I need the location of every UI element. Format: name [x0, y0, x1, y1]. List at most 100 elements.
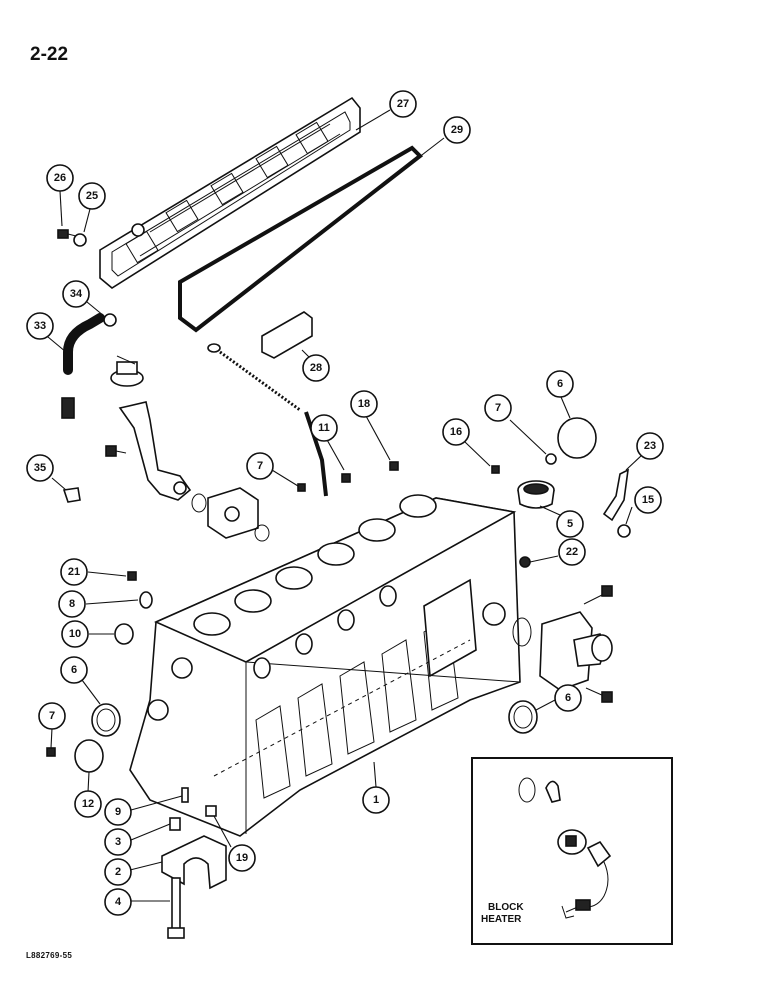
svg-text:33: 33	[34, 320, 46, 332]
callout-7-left: 7	[38, 702, 66, 730]
callout-33: 33	[26, 312, 54, 340]
breather-hose	[63, 313, 105, 375]
inset-label-block: BLOCK	[488, 902, 524, 913]
svg-text:26: 26	[54, 172, 66, 184]
expansion-plug-6-left	[91, 703, 121, 737]
svg-text:18: 18	[358, 398, 370, 410]
callout-11: 11	[310, 414, 338, 442]
svg-text:35: 35	[34, 462, 46, 474]
svg-text:7: 7	[257, 460, 263, 472]
cover-grommet	[73, 233, 87, 247]
callout-34: 34	[62, 280, 90, 308]
svg-text:28: 28	[310, 362, 322, 374]
o-ring-left	[191, 493, 207, 513]
block-heater-inset: BLOCK HEATER	[471, 757, 673, 945]
dowel-9	[181, 787, 189, 803]
washer-3	[169, 817, 181, 831]
callout-12: 12	[74, 790, 102, 818]
svg-text:34: 34	[70, 288, 83, 300]
callout-6-left: 6	[60, 656, 88, 684]
plug-11	[341, 473, 351, 483]
svg-text:7: 7	[495, 402, 501, 414]
svg-text:12: 12	[82, 798, 94, 810]
svg-text:23: 23	[644, 440, 656, 452]
page-number: 2-22	[30, 44, 69, 65]
svg-text:9: 9	[115, 806, 121, 818]
callout-16: 16	[442, 418, 470, 446]
callout-27: 27	[389, 90, 417, 118]
svg-text:4: 4	[115, 896, 122, 908]
callout-26: 26	[46, 164, 74, 192]
water-hose-clamp	[617, 524, 631, 538]
callout-29: 29	[443, 116, 471, 144]
plug-7-right	[545, 453, 557, 465]
callout-10: 10	[61, 620, 89, 648]
callout-6-right: 6	[554, 684, 582, 712]
callout-25: 25	[78, 182, 106, 210]
callout-28: 28	[302, 354, 330, 382]
cylinder-block	[129, 494, 521, 837]
tube-bolt	[105, 445, 127, 457]
water-pump	[539, 611, 613, 691]
callout-19: 19	[228, 844, 256, 872]
plug-7-left	[46, 747, 56, 757]
callout-7-right: 7	[484, 394, 512, 422]
block-heater-element	[557, 829, 612, 868]
svg-text:6: 6	[565, 692, 571, 704]
svg-text:5: 5	[567, 518, 573, 530]
svg-text:3: 3	[115, 836, 121, 848]
svg-text:6: 6	[557, 378, 563, 390]
hose-clamp	[103, 313, 117, 327]
callout-23: 23	[636, 432, 664, 460]
callout-6-top: 6	[546, 370, 574, 398]
water-hose	[602, 468, 629, 522]
svg-text:10: 10	[69, 628, 81, 640]
pump-bolt-lower	[585, 687, 613, 703]
callout-35: 35	[26, 454, 54, 482]
plug-21	[127, 571, 137, 581]
bracket-clip	[62, 487, 81, 503]
inset-label-heater: HEATER	[481, 914, 522, 925]
svg-text:2: 2	[115, 866, 121, 878]
expansion-plug-6-top	[557, 417, 597, 459]
callout-21: 21	[60, 558, 88, 586]
valve-cover	[99, 96, 361, 289]
callout-8: 8	[58, 590, 86, 618]
cover-bolt	[57, 229, 77, 239]
callout-1: 1	[362, 786, 390, 814]
callout-2: 2	[104, 858, 132, 886]
expansion-plug-6-right	[508, 700, 538, 734]
pump-bolt-upper	[583, 585, 613, 605]
oil-filler-cap	[110, 355, 144, 387]
plug-12	[74, 739, 104, 773]
cap-bolt	[167, 877, 185, 939]
svg-text:6: 6	[71, 664, 77, 676]
figure-code: L882769-55	[26, 951, 73, 960]
plug-8	[139, 591, 153, 609]
svg-text:8: 8	[69, 598, 75, 610]
cover-plate	[261, 311, 313, 359]
pump-o-ring	[512, 617, 532, 647]
plug-18	[389, 461, 399, 471]
callout-4: 4	[104, 888, 132, 916]
leader-lines	[47, 109, 643, 902]
callout-18: 18	[350, 390, 378, 418]
plug-19	[205, 805, 217, 817]
plug-22	[519, 556, 531, 568]
bushing	[517, 480, 555, 509]
o-ring-right	[254, 524, 270, 542]
main-bearing-cap	[161, 835, 227, 890]
plug-10	[114, 623, 134, 645]
plug-7-top	[297, 483, 306, 492]
svg-text:25: 25	[86, 190, 98, 202]
svg-text:19: 19	[236, 852, 248, 864]
svg-text:11: 11	[318, 422, 330, 434]
oil-filler-tube	[118, 401, 192, 501]
callout-7-top: 7	[246, 452, 274, 480]
svg-text:16: 16	[450, 426, 462, 438]
svg-text:29: 29	[451, 124, 463, 136]
plug-16	[491, 465, 500, 474]
svg-text:1: 1	[373, 794, 379, 806]
svg-text:15: 15	[642, 494, 654, 506]
